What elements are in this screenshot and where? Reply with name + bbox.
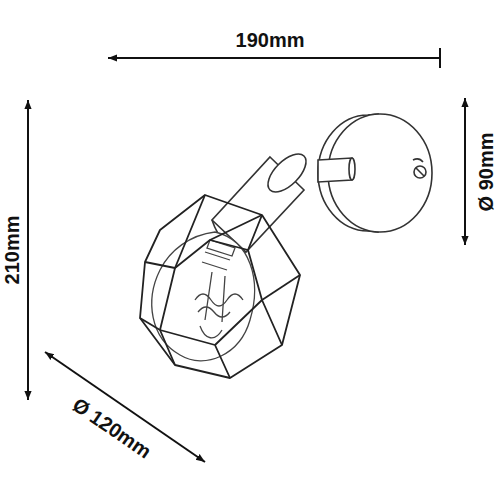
- arm-stem: [318, 158, 355, 182]
- plate-diameter-dimension: [464, 98, 466, 245]
- diameter-label: Ø 90mm: [475, 130, 497, 215]
- diameter-label: Ø 120mm: [66, 392, 158, 465]
- dimension-tick: [439, 48, 441, 68]
- width-dimension: [108, 57, 440, 59]
- dimension-lines: [28, 48, 465, 462]
- wall-plate: [318, 114, 432, 232]
- wire-cage: [140, 195, 300, 378]
- height-dimension: [27, 100, 29, 400]
- width-dimension-label: 190mm: [233, 29, 308, 51]
- height-dimension-label: 210mm: [1, 213, 23, 288]
